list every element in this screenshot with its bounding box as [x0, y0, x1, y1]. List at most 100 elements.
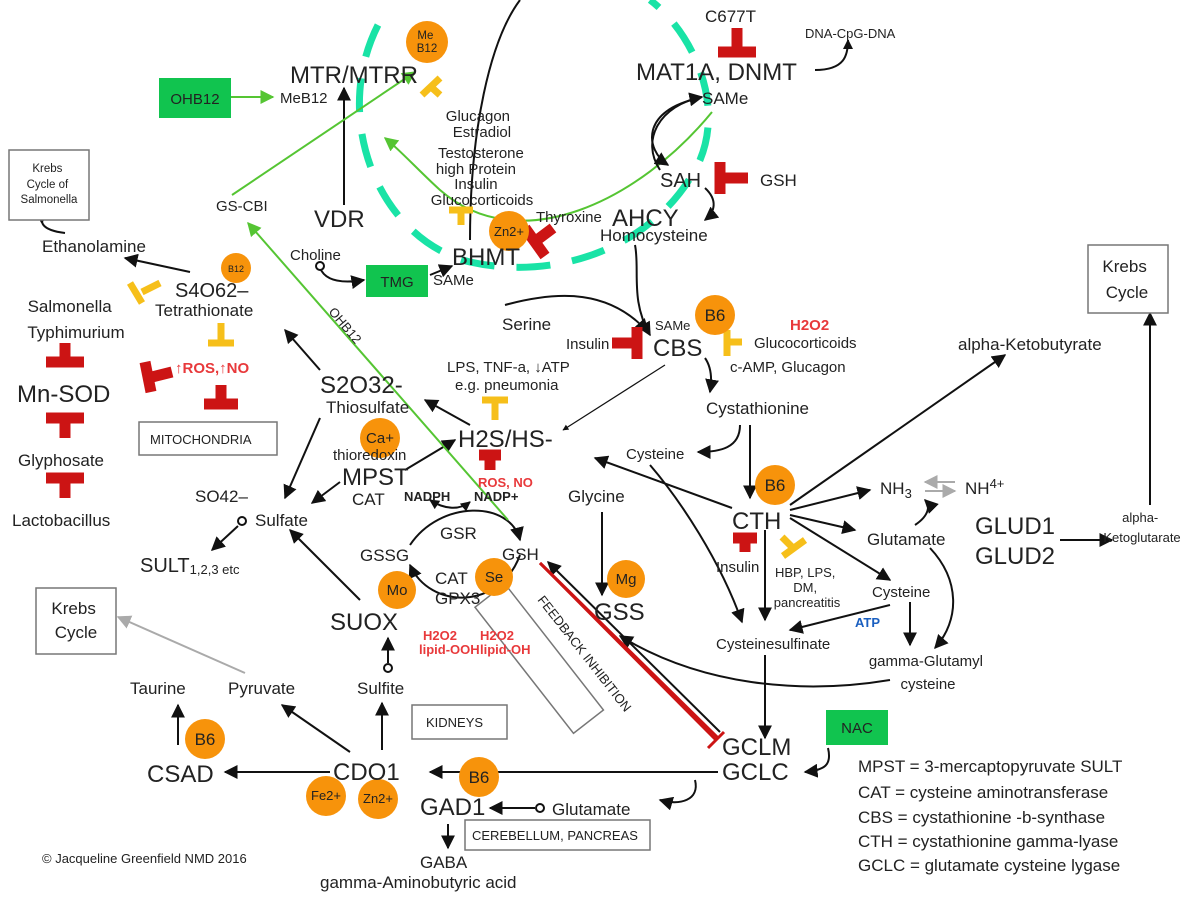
cth-label: CTH: [732, 508, 781, 535]
so42-label: SO42–: [195, 487, 248, 506]
camp-label: c-AMP, Glucagon: [730, 359, 846, 376]
ohb12-box: [159, 78, 231, 118]
gpx3-label: GPX3: [435, 589, 480, 608]
pathway-lines: [36, 0, 1157, 850]
meb12-circle-label: Me B12: [417, 30, 437, 55]
homocysteine-label: Homocysteine: [600, 226, 708, 245]
nac-box-label: NAC: [841, 720, 873, 737]
gs-cbi-label: GS-CBI: [216, 198, 268, 215]
ahcy-label: AHCY: [612, 205, 679, 232]
h2s-label: H2S/HS-: [458, 426, 553, 453]
supplement-boxes: [159, 78, 888, 745]
cofactor-circles: [185, 21, 795, 819]
cofactor-labels: Me B12 B12 Zn2+ B6 Ca+ B6 Se Mo Mg B6 Fe…: [195, 30, 786, 806]
kidneys-label: KIDNEYS: [426, 715, 483, 730]
ethanolamine-label: Ethanolamine: [42, 237, 146, 256]
salmonella-label: Salmonella Typhimurium: [27, 297, 124, 342]
lipid-oh-label: lipid-OH: [480, 642, 531, 657]
sulfite-label: Sulfite: [357, 679, 404, 698]
alpha-keto-label: alpha-Ketobutyrate: [958, 335, 1102, 354]
thyroxine-label: Thyroxine: [536, 209, 602, 226]
b6-cth-circle-label: B6: [765, 476, 786, 495]
pneumonia-label: e.g. pneumonia: [455, 377, 559, 394]
gclm-label: GCLM: [722, 734, 791, 761]
b6-cbs-circle-label: B6: [705, 306, 726, 325]
thiosulfate-label: Thiosulfate: [326, 398, 409, 417]
se-circle-label: Se: [485, 569, 503, 586]
legend: MPST = 3-mercaptopyruvate SULT CAT = cys…: [858, 757, 1122, 875]
cysteine-right-label: Cysteine: [872, 584, 930, 601]
cysteinesulfinate-label: Cysteinesulfinate: [716, 636, 830, 653]
glucagon-list: Glucagon Estradiol Testosterone high Pro…: [431, 108, 534, 209]
glud1-label: GLUD1: [975, 513, 1055, 540]
krebs-left-label: Krebs Cycle: [51, 599, 100, 642]
nac-box: [826, 710, 888, 745]
alpha-keto-glut-label: alpha- Ketoglutarate: [1103, 510, 1180, 545]
sah-label: SAH: [660, 170, 701, 192]
glucocorticoids-label: Glucocorticoids: [754, 335, 857, 352]
dna-label: DNA-CpG-DNA: [805, 26, 896, 41]
legend-line: GCLC = glutamate cysteine lygase: [858, 856, 1120, 875]
cerebellum-label: CEREBELLUM, PANCREAS: [472, 828, 638, 843]
zn-top-circle-label: Zn2+: [494, 224, 524, 239]
mo-circle-label: Mo: [387, 582, 408, 599]
taurine-label: Taurine: [130, 679, 186, 698]
mpst-label: MPST: [342, 464, 409, 491]
c677t-label: C677T: [705, 7, 756, 26]
glycine-label: Glycine: [568, 487, 625, 506]
vdr-label: VDR: [314, 206, 365, 233]
gssg-label: GSSG: [360, 546, 409, 565]
zn-bottom-circle-label: Zn2+: [363, 791, 393, 806]
nadph-label: NADPH: [404, 489, 450, 504]
lipid-ooh-label: lipid-OOH: [419, 642, 480, 657]
cat-gpx-label: CAT: [435, 569, 468, 588]
choline-label: Choline: [290, 247, 341, 264]
b6-csad-circle-label: B6: [195, 730, 216, 749]
sulfate-label: Sulfate: [255, 511, 308, 530]
b12-circle-label: B12: [228, 264, 244, 274]
cysteine-mid-label: Cysteine: [626, 446, 684, 463]
mtr-label: MTR/MTRR: [290, 62, 418, 89]
gsh-inhib-label: GSH: [760, 171, 797, 190]
nh4-label: NH4+: [965, 476, 1004, 498]
legend-line: MPST = 3-mercaptopyruvate SULT: [858, 757, 1122, 776]
gad1-label: GAD1: [420, 794, 485, 821]
labels: MTR/MTRR MAT1A, DNMT C677T DNA-CpG-DNA S…: [12, 7, 1181, 892]
copyright-label: © Jacqueline Greenfield NMD 2016: [42, 851, 247, 866]
mitochondria-label: MITOCHONDRIA: [150, 432, 252, 447]
suox-label: SUOX: [330, 609, 398, 636]
glud2-label: GLUD2: [975, 543, 1055, 570]
gamma-glutamyl-label: gamma-Glutamyl cysteine: [869, 653, 987, 693]
insulin-cbs-label: Insulin: [566, 336, 609, 353]
pyruvate-label: Pyruvate: [228, 679, 295, 698]
gray-boxes: [8, 149, 1169, 851]
legend-line: CAT = cysteine aminotransferase: [858, 783, 1108, 802]
gsh-label: GSH: [502, 545, 539, 564]
hbp-label: HBP, LPS, DM, pancreatitis: [774, 565, 841, 610]
s4o62-label: S4O62–: [175, 280, 249, 302]
same-top-label: SAMe: [702, 89, 748, 108]
methylation-cycle-dash: [355, 0, 712, 271]
ca-circle-label: Ca+: [366, 430, 394, 447]
ros-no-mid-label: ROS, NO: [478, 475, 533, 490]
fe-circle-label: Fe2+: [311, 788, 341, 803]
h2o2-right-label: H2O2: [480, 628, 514, 643]
same-tmg-label: SAMe: [433, 272, 474, 289]
legend-line: CBS = cystathionine -b-synthase: [858, 808, 1105, 827]
tmg-box-label: TMG: [380, 274, 413, 291]
glutamate-right-label: Glutamate: [867, 530, 945, 549]
legend-line: CTH = cystathionine gamma-lyase: [858, 832, 1118, 851]
ros-no-left-label: ↑ROS,↑NO: [175, 360, 250, 377]
lps-label: LPS, TNF-a, ↓ATP: [447, 359, 570, 376]
h2o2-left-label: H2O2: [423, 628, 457, 643]
thioredoxin-label: thioredoxin: [333, 447, 406, 464]
nadp-plus-label: NADP+: [474, 489, 519, 504]
bhmt-label: BHMT: [452, 244, 520, 271]
nh3-label: NH3: [880, 479, 912, 501]
mg-circle-label: Mg: [616, 571, 637, 588]
meb12-label: MeB12: [280, 90, 328, 107]
krebs-salmonella-label: Krebs Cycle of Salmonella: [21, 163, 78, 206]
same-cbs-label: SAMe: [655, 318, 690, 333]
gss-label: GSS: [594, 599, 645, 626]
